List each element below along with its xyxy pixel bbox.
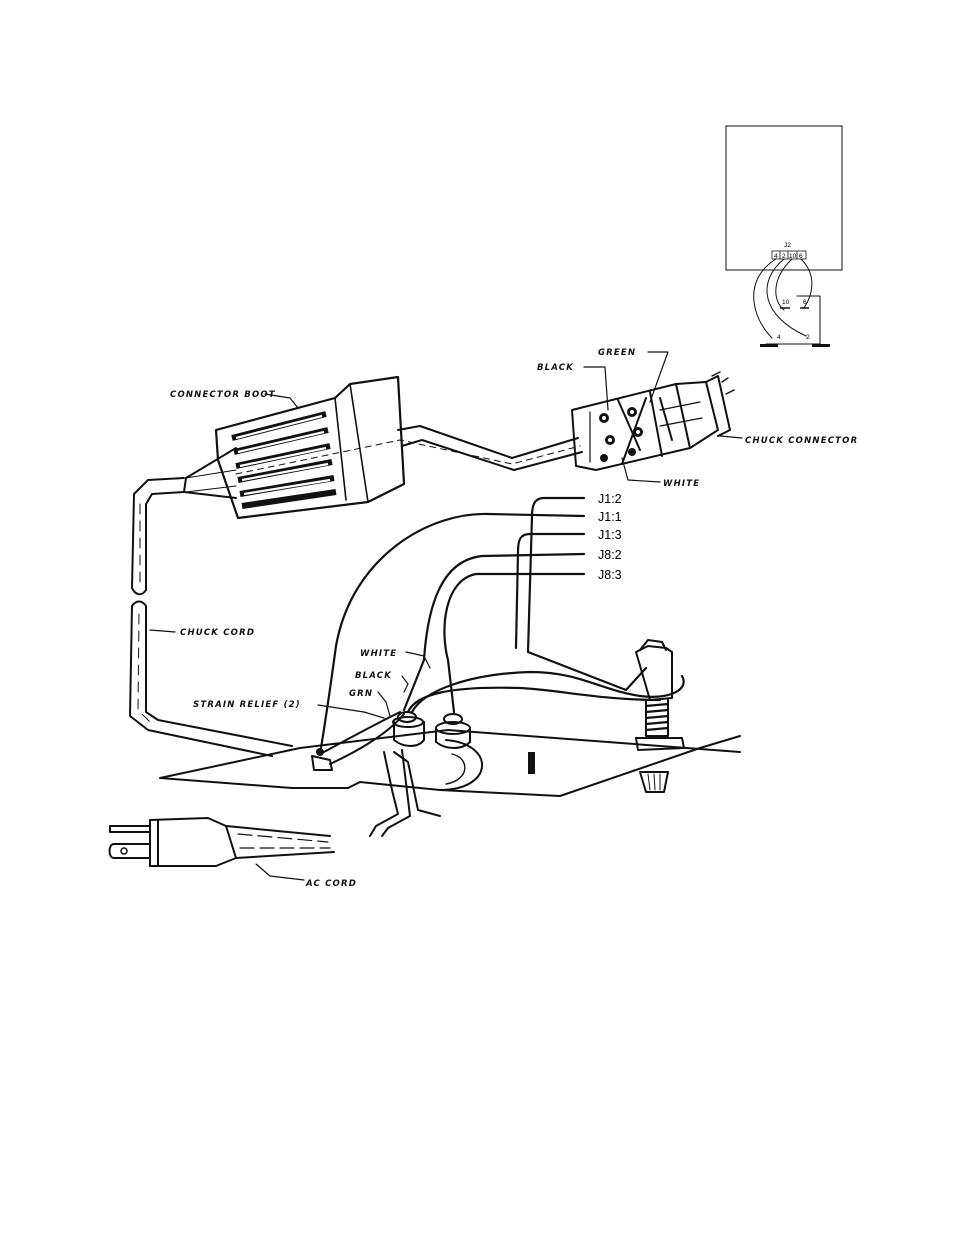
leader-grn <box>377 691 391 717</box>
leader-black-top <box>583 366 609 411</box>
boot-to-connector-cable <box>397 425 579 459</box>
socket-pin-6: 6 <box>803 299 807 306</box>
leader-white-lower <box>405 651 431 669</box>
socket-pin-10: 10 <box>782 299 790 306</box>
j2-inset: J2 4 2 10 6 10 6 4 2 <box>725 125 843 347</box>
boot-ribs <box>231 411 337 509</box>
wire-white <box>410 670 685 714</box>
j2-label: J2 <box>784 242 791 249</box>
inset-wire-6 <box>800 258 813 309</box>
ac-plug <box>108 817 335 867</box>
leader-connector-boot <box>264 393 299 409</box>
label-white-top: WHITE <box>663 479 700 489</box>
j2-pin-10: 10 <box>789 253 797 260</box>
leader-green <box>647 351 669 403</box>
fuse-holder <box>635 639 685 751</box>
label-chuck-connector: CHUCK CONNECTOR <box>745 436 858 446</box>
j2-pin-2: 2 <box>782 253 786 260</box>
chuck-cord <box>129 477 293 757</box>
wire-j8-2 <box>402 552 586 712</box>
label-connector-boot: CONNECTOR BOOT <box>170 390 276 400</box>
j2-top-pin-strip: 4 2 10 6 <box>771 250 807 260</box>
leader-strain-relief <box>317 704 385 719</box>
inset-wire-10 <box>775 258 793 311</box>
strain-relief-left <box>392 711 425 747</box>
pin-label-j1-1: J1:1 <box>598 510 622 524</box>
inset-wire-4 <box>753 258 777 339</box>
label-grn: GRN <box>349 689 373 699</box>
cord-loop <box>369 749 411 837</box>
pin-label-j1-3: J1:3 <box>598 528 622 542</box>
wire-j1-3 <box>514 532 586 650</box>
chuck-connector-body <box>571 381 719 471</box>
base-plate <box>159 729 741 797</box>
inset-wire-2 <box>766 258 807 337</box>
boot-body <box>214 375 406 520</box>
inset-frame <box>725 125 843 271</box>
label-ac-cord: AC CORD <box>305 879 357 889</box>
socket-pin-2: 2 <box>806 334 810 341</box>
base-knob <box>639 771 669 793</box>
boot-cone <box>183 447 237 499</box>
label-black-top: BLACK <box>537 363 574 373</box>
pin-label-j8-3: J8:3 <box>598 568 622 582</box>
ac-cord-line <box>225 825 335 859</box>
inset-socket-outline <box>765 295 821 345</box>
label-chuck-cord: CHUCK CORD <box>180 628 255 638</box>
plate-standoff <box>528 752 535 774</box>
j2-pin-6: 6 <box>799 253 803 260</box>
pin-label-j1-2: J1:2 <box>598 492 622 506</box>
chuck-connector <box>571 371 735 471</box>
pin-label-j8-2: J8:2 <box>598 548 622 562</box>
connector-boot <box>183 375 406 520</box>
plug-prong-bottom <box>108 843 151 859</box>
wire-black <box>406 686 662 714</box>
plug-prong-top <box>109 825 151 833</box>
leader-chuck-connector <box>719 435 743 439</box>
label-white-lower: WHITE <box>360 649 397 659</box>
label-black-lower: BLACK <box>355 671 392 681</box>
leader-white-top <box>621 457 661 483</box>
leader-black-lower <box>401 675 409 693</box>
wire-grn <box>323 711 401 753</box>
leader-ac-cord <box>255 863 305 881</box>
plug-body <box>149 817 237 867</box>
leader-chuck-cord <box>149 629 176 633</box>
label-strain-relief: STRAIN RELIEF (2) <box>193 700 301 710</box>
wire-j1-2 <box>526 496 648 692</box>
label-green: GREEN <box>598 348 636 358</box>
socket-pin-4: 4 <box>777 334 781 341</box>
strain-relief-right <box>435 713 471 749</box>
wire-j8-3 <box>443 572 586 714</box>
wire-bundle <box>318 496 685 765</box>
ground-screw <box>311 748 333 771</box>
j2-pin-4: 4 <box>774 253 778 260</box>
wire-j1-1 <box>318 512 586 756</box>
